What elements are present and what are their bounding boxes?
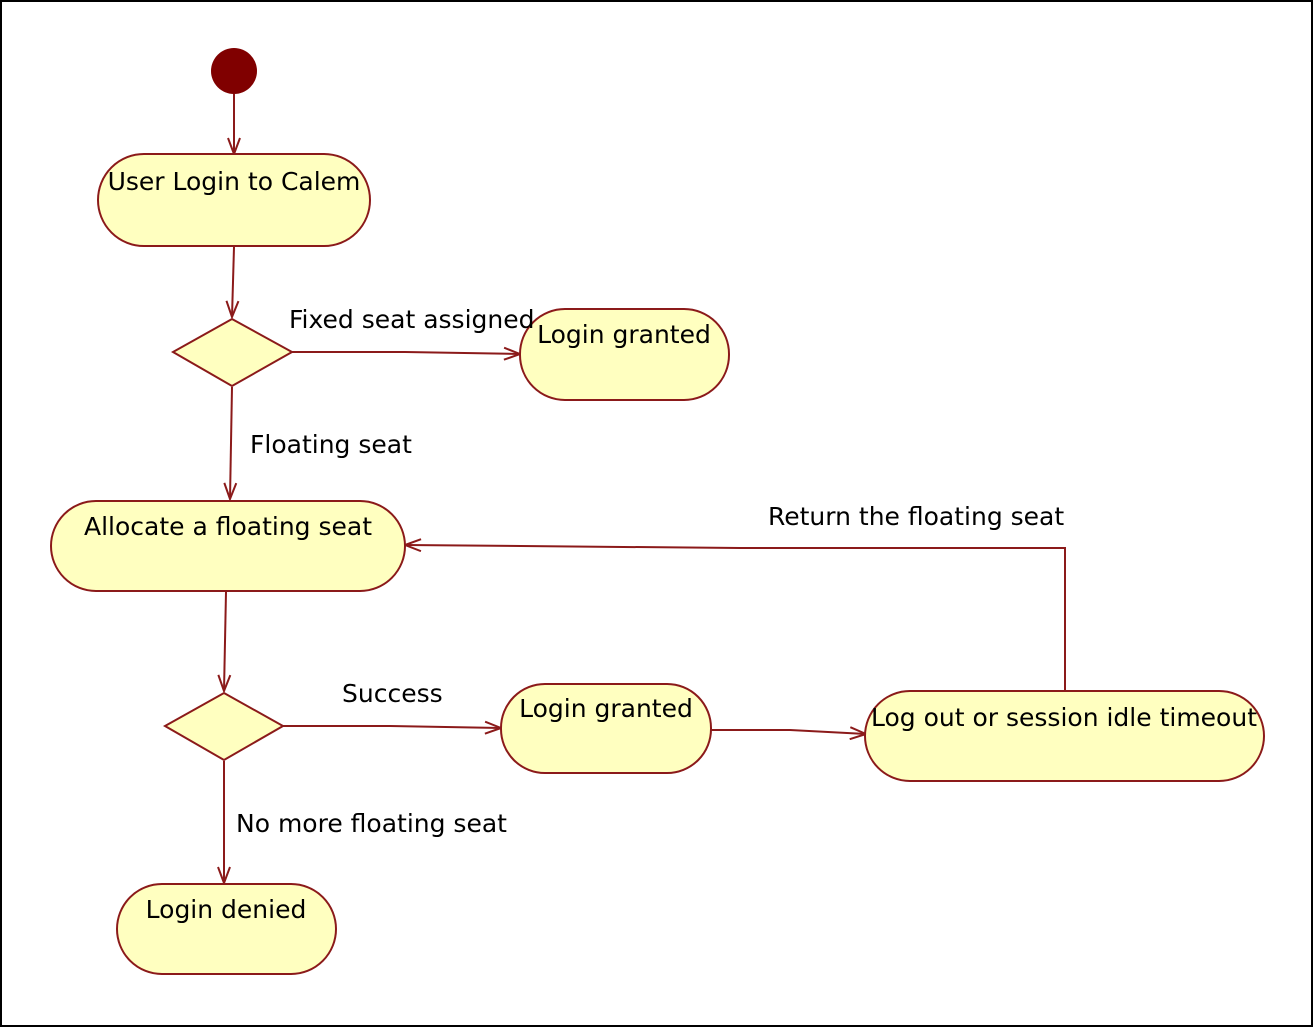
node-login-granted-fixed-label: Login granted	[537, 320, 711, 349]
edge-label-no-more-seat: No more floating seat	[236, 809, 507, 838]
node-logout-timeout: Log out or session idle timeout	[864, 690, 1265, 782]
node-user-login-label: User Login to Calem	[108, 167, 361, 196]
edge-floating-seat	[230, 386, 232, 499]
node-allocate-seat-label: Allocate a floating seat	[84, 512, 372, 541]
edge-label-return-seat: Return the floating seat	[768, 502, 1064, 531]
node-logout-timeout-label: Log out or session idle timeout	[871, 703, 1257, 732]
node-login-granted-floating-label: Login granted	[519, 694, 693, 723]
edge-success	[283, 726, 501, 728]
edge-label-success: Success	[342, 679, 443, 708]
decision-allocation-result	[162, 691, 286, 762]
node-user-login: User Login to Calem	[97, 153, 371, 247]
node-login-denied-label: Login denied	[146, 895, 307, 924]
edge-label-fixed-seat: Fixed seat assigned	[289, 305, 534, 334]
edge-return-seat	[405, 545, 1066, 690]
node-login-granted-fixed: Login granted	[519, 308, 730, 401]
start-node	[211, 48, 257, 94]
node-login-denied: Login denied	[116, 883, 337, 975]
edge-login-to-decision1	[232, 246, 234, 317]
decision-seat-type	[170, 317, 295, 388]
edge-label-floating-seat: Floating seat	[250, 430, 412, 459]
edge-allocate-to-decision2	[224, 591, 226, 691]
edge-fixed-seat	[292, 352, 520, 354]
edge-granted-to-logout	[711, 730, 866, 734]
node-login-granted-floating: Login granted	[500, 683, 712, 774]
node-allocate-seat: Allocate a floating seat	[50, 500, 406, 592]
